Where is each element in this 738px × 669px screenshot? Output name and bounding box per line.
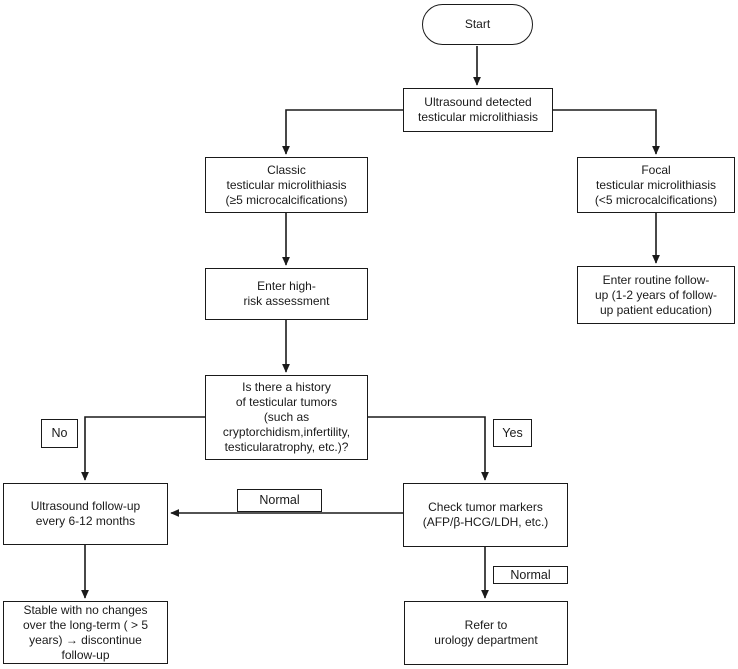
edge-ultrasound-to-focal xyxy=(553,109,660,155)
node-text: testicular microlithiasis xyxy=(226,177,347,192)
node-text: urology department xyxy=(434,633,538,647)
node-text: Normal xyxy=(259,493,300,507)
node-text: cryptorchidism,infertility, xyxy=(222,425,351,439)
node-ultrasound-followup: Ultrasound follow-up every 6-12 months xyxy=(3,483,168,545)
node-text: Stable with no changes xyxy=(23,602,148,617)
edge-label-no: No xyxy=(41,419,78,448)
node-text: Classic xyxy=(267,162,306,177)
node-text: (AFP/β-HCG/LDH, etc.) xyxy=(422,515,549,529)
node-text: follow-up xyxy=(61,647,110,662)
edge-decision-yes-to-markers xyxy=(368,416,489,481)
node-high-risk-assessment: Enter high- risk assessment xyxy=(205,268,368,320)
node-text: risk assessment xyxy=(243,294,330,308)
node-text: (such as xyxy=(263,410,310,424)
node-text: Enter high- xyxy=(257,279,316,293)
node-text: Focal xyxy=(641,162,671,177)
node-text: Start xyxy=(464,17,491,31)
node-text: up (1-2 years of follow- xyxy=(594,287,718,302)
node-text: every 6-12 months xyxy=(35,514,136,528)
node-text: (≥5 microcalcifications) xyxy=(225,192,348,207)
node-text: Ultrasound detected xyxy=(424,95,532,109)
node-text: testicular microlithiasis xyxy=(417,110,539,124)
node-history-decision: Is there a history of testicular tumors … xyxy=(205,375,368,460)
node-refer-urology: Refer to urology department xyxy=(404,601,568,665)
node-text: Enter routine follow- xyxy=(602,272,710,287)
node-text: (<5 microcalcifications) xyxy=(594,192,718,207)
node-text: Ultrasound follow-up xyxy=(30,499,141,513)
node-text: Yes xyxy=(502,425,523,440)
edge-label-yes: Yes xyxy=(493,419,532,447)
node-focal-microlithiasis: Focal testicular microlithiasis (<5 micr… xyxy=(577,157,735,213)
node-ultrasound-detected: Ultrasound detected testicular microlith… xyxy=(403,88,553,132)
node-text: No xyxy=(51,426,68,440)
node-text: Check tumor markers xyxy=(428,500,543,514)
node-text: over the long-term ( > 5 xyxy=(22,617,149,632)
node-text: Refer to xyxy=(464,618,508,632)
node-text: of testicular tumors xyxy=(235,395,338,409)
node-text: Is there a history xyxy=(242,380,331,394)
node-text: testicular microlithiasis xyxy=(595,177,717,192)
node-text: testicularatrophy, etc.)? xyxy=(224,440,349,454)
node-routine-followup: Enter routine follow- up (1-2 years of f… xyxy=(577,266,735,324)
edge-ultrasound-to-classic xyxy=(282,109,403,155)
node-stable-discontinue: Stable with no changes over the long-ter… xyxy=(3,601,168,664)
node-start: Start xyxy=(422,4,533,45)
edge-label-normal-left: Normal xyxy=(237,489,322,512)
node-text: Normal xyxy=(510,567,551,582)
node-classic-microlithiasis: Classic testicular microlithiasis (≥5 mi… xyxy=(205,157,368,213)
edge-decision-no-to-followup xyxy=(81,416,205,481)
node-text: up patient education) xyxy=(599,302,713,317)
node-text: years) → discontinue xyxy=(29,632,142,647)
edge-label-normal-right: Normal xyxy=(493,566,568,584)
node-check-tumor-markers: Check tumor markers (AFP/β-HCG/LDH, etc.… xyxy=(403,483,568,547)
